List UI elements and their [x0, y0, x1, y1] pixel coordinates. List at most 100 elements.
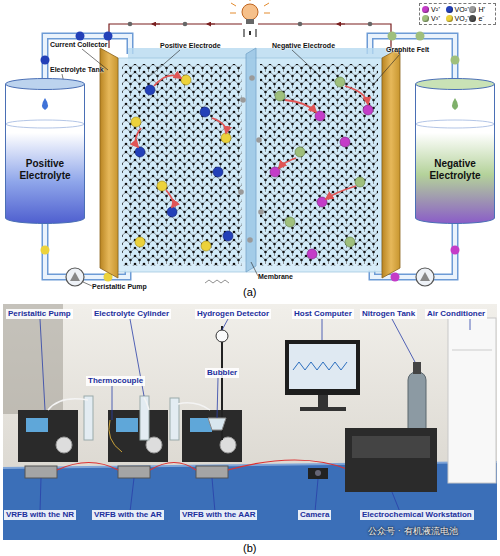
ion: [270, 167, 280, 177]
leader-line: [83, 282, 92, 286]
leader-line: [251, 262, 258, 276]
legend-item: VO²⁺: [446, 6, 470, 13]
tank-valve: [413, 362, 421, 374]
legend-text: VO₂⁺: [455, 15, 470, 22]
graphite-felt: [260, 64, 378, 266]
part-label: Positive Electrode: [160, 42, 221, 49]
legend-swatch: [469, 15, 476, 22]
ion: [200, 107, 210, 117]
leader-line: [372, 54, 400, 86]
bubbler: [208, 418, 226, 430]
ion: [213, 167, 223, 177]
legend-text: e⁻: [478, 15, 484, 22]
ion: [416, 32, 425, 41]
pump-unit: [18, 410, 78, 462]
electron: [298, 22, 303, 27]
leader-line: [315, 479, 318, 512]
ion: [451, 246, 460, 255]
shelf: [3, 304, 63, 414]
ion: [41, 56, 50, 65]
drop-icon: [452, 98, 458, 110]
bulb-rays: [230, 0, 270, 13]
ion: [201, 241, 211, 251]
electrochemical-workstation: [345, 428, 437, 492]
pump-screen: [26, 418, 48, 432]
legend-text: V²⁺: [431, 6, 440, 13]
leader-line: [292, 50, 320, 76]
battery-symbol: [249, 31, 251, 35]
pipe-ions: [41, 32, 460, 282]
pump-screen: [116, 418, 138, 432]
pump-unit: [182, 410, 242, 462]
photo-label: Electrolyte Cylinder: [92, 309, 171, 319]
thermocouple: [109, 420, 122, 452]
light-bulb: [242, 4, 258, 20]
proton: [256, 137, 262, 143]
ion: [145, 85, 155, 95]
leader-line: [392, 319, 415, 362]
photo-label: Electrochemical Workstation: [360, 510, 474, 520]
reaction-arrows: [136, 75, 368, 207]
ion: [388, 32, 397, 41]
pump-unit: [108, 410, 168, 462]
ion: [275, 91, 285, 101]
cell-ions: [131, 75, 373, 259]
leader-line: [212, 478, 215, 512]
drop-icon: [42, 98, 48, 110]
reaction-arrow: [212, 118, 226, 133]
part-label: Electrolyte Tank: [50, 66, 104, 73]
leader-line: [150, 50, 180, 76]
tank-lid: [6, 79, 85, 90]
leader-line: [470, 319, 471, 330]
legend-item: e⁻: [469, 15, 493, 22]
ion: [41, 246, 50, 255]
legend-swatch: [422, 6, 429, 13]
leader-line: [40, 319, 45, 410]
legend-item: H⁺: [469, 6, 493, 13]
liquid-level: [6, 120, 84, 128]
vrfb-cell: [118, 466, 150, 478]
monitor: [285, 340, 360, 395]
pump-rotor: [70, 272, 80, 281]
legend-text: V³⁺: [431, 15, 440, 22]
tank-shape: [5, 78, 85, 224]
electrolyte-cylinder: [170, 398, 179, 440]
legend-item: V²⁺: [422, 6, 446, 13]
electron: [128, 22, 133, 27]
ion: [157, 181, 167, 191]
ion: [76, 32, 85, 41]
ion: [221, 133, 231, 143]
electron: [368, 22, 373, 27]
graphite-felt: [122, 64, 242, 266]
reaction-arrow: [345, 86, 368, 104]
ion: [451, 56, 460, 65]
electrolyte-tank: Positive Electrolyte: [5, 78, 85, 224]
leader-lines: [62, 49, 400, 286]
membrane-structure: [205, 280, 229, 283]
legend-swatch: [469, 6, 476, 13]
ion: [223, 231, 233, 241]
leader-line: [217, 378, 218, 418]
monitor-screen: [289, 344, 356, 389]
legend-swatch: [422, 15, 429, 22]
wire-arrow: [337, 24, 345, 25]
tank-label: Negative Electrolyte: [415, 158, 495, 181]
legend-text: VO²⁺: [455, 6, 469, 13]
photo-label: Hydrogen Detector: [195, 309, 271, 319]
ion: [345, 237, 355, 247]
reaction-arrow: [285, 100, 316, 112]
photo-label: Nitrogen Tank: [360, 309, 417, 319]
vrfb-cell: [25, 466, 57, 478]
watermark: 公众号 · 有机液流电池: [368, 527, 458, 536]
legend-swatch: [446, 6, 453, 13]
photo-label: VRFB with the NR: [4, 510, 76, 520]
tank-lid: [416, 79, 495, 90]
tubing: [48, 398, 210, 410]
ion: [307, 249, 317, 259]
tank-body: [6, 84, 85, 224]
workstation-panel: [352, 436, 430, 458]
part-label: Current Collector: [50, 41, 108, 48]
ion: [135, 147, 145, 157]
proton: [249, 75, 255, 81]
